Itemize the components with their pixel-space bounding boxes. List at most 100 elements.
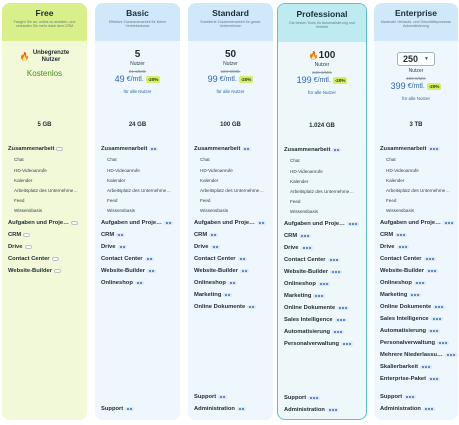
- feature-collaboration[interactable]: Zusammenarbeit: [284, 147, 342, 153]
- feature-online-shop[interactable]: Onlineshop: [284, 281, 330, 287]
- feature-calendar: Kalender: [14, 178, 33, 183]
- feature-documents[interactable]: Online Dokumente: [284, 305, 350, 311]
- feature-site-builder[interactable]: Website-Builder: [8, 268, 62, 274]
- feature-support[interactable]: Support: [284, 395, 321, 401]
- feature-marketing[interactable]: Marketing: [380, 292, 422, 298]
- feature-administration[interactable]: Administration: [380, 406, 435, 412]
- users-label: Nutzer: [223, 61, 238, 67]
- feature-collaboration[interactable]: Zusammenarbeit: [8, 146, 64, 152]
- feature-chat: Chat: [107, 157, 117, 162]
- level-indicator: [428, 329, 441, 333]
- feature-administration[interactable]: Administration: [284, 407, 339, 413]
- feature-hr[interactable]: Personalverwaltung: [380, 340, 450, 346]
- level-indicator: [256, 221, 266, 225]
- price-unit: €/mtl.: [126, 75, 144, 83]
- feature-branches[interactable]: Mehrere Niederlassu…: [380, 352, 457, 358]
- feature-workspace: Arbeitsplatz des Unternehme…: [14, 188, 78, 193]
- feature-enterprise-pack[interactable]: Enterprise-Paket: [380, 376, 441, 382]
- discount-badge: -20%: [145, 75, 161, 83]
- feature-collaboration[interactable]: Zusammenarbeit: [101, 146, 159, 152]
- level-indicator: [223, 293, 233, 297]
- feature-collaboration[interactable]: Zusammenarbeit: [194, 146, 252, 152]
- level-indicator: [330, 270, 343, 274]
- feature-documents[interactable]: Online Dokumente: [194, 304, 257, 310]
- feature-site-builder[interactable]: Website-Builder: [101, 268, 157, 274]
- feature-contact-center[interactable]: Contact Center: [8, 256, 59, 262]
- per-user-note: für alle Nutzer: [401, 96, 430, 101]
- price-unit: €/mtl.: [407, 82, 425, 90]
- feature-tasks[interactable]: Aufgaben und Proje…: [8, 220, 78, 226]
- feature-drive[interactable]: Drive: [194, 244, 220, 250]
- feature-calendar: Kalender: [386, 178, 405, 183]
- feature-drive[interactable]: Drive: [8, 244, 32, 250]
- feature-crm[interactable]: CRM: [101, 232, 126, 238]
- plan-header: Standard Erweiterte Zusammenarbeit für g…: [188, 3, 273, 41]
- feature-crm[interactable]: CRM: [8, 232, 31, 238]
- feature-site-builder[interactable]: Website-Builder: [380, 268, 439, 274]
- feature-tasks[interactable]: Aufgaben und Proje…: [380, 220, 455, 226]
- feature-crm[interactable]: CRM: [380, 232, 408, 238]
- feature-drive[interactable]: Drive: [380, 244, 409, 250]
- level-indicator: [332, 330, 345, 334]
- feature-support[interactable]: Support: [380, 394, 417, 400]
- feature-scalability[interactable]: Skalierbarkeit: [380, 364, 433, 370]
- feature-hr[interactable]: Personalverwaltung: [284, 341, 354, 347]
- feature-crm[interactable]: CRM: [284, 233, 312, 239]
- feature-documents[interactable]: Online Dokumente: [380, 304, 446, 310]
- users-select[interactable]: 250 ▼: [397, 52, 435, 66]
- feature-contact-center[interactable]: Contact Center: [194, 256, 247, 262]
- feature-sales-intelligence[interactable]: Sales Intelligence: [380, 316, 443, 322]
- feature-feed: Feed: [386, 198, 397, 203]
- feature-video: HD-Videoanrufe: [200, 168, 233, 173]
- feature-automation[interactable]: Automatisierung: [284, 329, 345, 335]
- level-indicator: [426, 269, 439, 273]
- feature-support[interactable]: Support: [194, 394, 228, 400]
- flame-icon: 🔥: [308, 51, 319, 60]
- feature-online-shop[interactable]: Onlineshop: [380, 280, 426, 286]
- users-label: Nutzer: [130, 61, 145, 67]
- plan-title: Free: [35, 8, 54, 18]
- feature-support[interactable]: Support: [101, 406, 135, 412]
- feature-site-builder[interactable]: Website-Builder: [284, 269, 343, 275]
- feature-online-shop[interactable]: Onlineshop: [101, 280, 144, 286]
- feature-workspace: Arbeitsplatz des Unternehme…: [107, 188, 171, 193]
- feature-sales-intelligence[interactable]: Sales Intelligence: [284, 317, 347, 323]
- level-indicator: [420, 365, 433, 369]
- feature-contact-center[interactable]: Contact Center: [101, 256, 154, 262]
- level-indicator: [70, 221, 78, 225]
- feature-contact-center[interactable]: Contact Center: [284, 257, 340, 263]
- feature-crm[interactable]: CRM: [194, 232, 219, 238]
- feature-online-shop[interactable]: Onlineshop: [194, 280, 237, 286]
- price-label: Kostenlos: [26, 69, 63, 78]
- level-indicator: [242, 147, 252, 151]
- plan-column-standard: Standard Erweiterte Zusammenarbeit für g…: [188, 3, 273, 420]
- feature-tasks[interactable]: Aufgaben und Proje…: [284, 221, 359, 227]
- level-indicator: [313, 294, 326, 298]
- feature-site-builder[interactable]: Website-Builder: [194, 268, 250, 274]
- level-indicator: [116, 233, 126, 237]
- feature-drive[interactable]: Drive: [101, 244, 127, 250]
- level-indicator: [433, 305, 446, 309]
- feature-tasks[interactable]: Aufgaben und Proje…: [194, 220, 266, 226]
- price: 199: [296, 75, 312, 85]
- feature-workspace: Arbeitsplatz des Unternehme…: [386, 188, 450, 193]
- feature-automation[interactable]: Automatisierung: [380, 328, 441, 334]
- level-indicator: [437, 341, 450, 345]
- users-count: 5: [134, 49, 141, 60]
- feature-marketing[interactable]: Marketing: [284, 293, 326, 299]
- price-box: 50 Nutzer 124 €/Mtl. 99 €/mtl. -20% für …: [188, 49, 273, 109]
- level-indicator: [428, 147, 441, 151]
- feature-administration[interactable]: Administration: [194, 406, 246, 412]
- feature-tasks[interactable]: Aufgaben und Proje…: [101, 220, 173, 226]
- price: 49: [114, 74, 125, 84]
- feature-drive[interactable]: Drive: [284, 245, 313, 251]
- flame-icon: 🔥: [19, 52, 30, 61]
- feature-marketing[interactable]: Marketing: [194, 292, 233, 298]
- feature-knowledge: Wissensbasis: [107, 208, 136, 213]
- storage-value: 1.024 GB: [309, 123, 335, 129]
- plan-title: Enterprise: [394, 8, 438, 18]
- plan-header: Professional Die besten Tools für Automa…: [278, 4, 366, 42]
- feature-collaboration[interactable]: Zusammenarbeit: [380, 146, 441, 152]
- feature-contact-center[interactable]: Contact Center: [380, 256, 436, 262]
- price-box: 250 ▼ Nutzer 499 €/Mtl. 399 €/mtl. -20% …: [374, 49, 458, 109]
